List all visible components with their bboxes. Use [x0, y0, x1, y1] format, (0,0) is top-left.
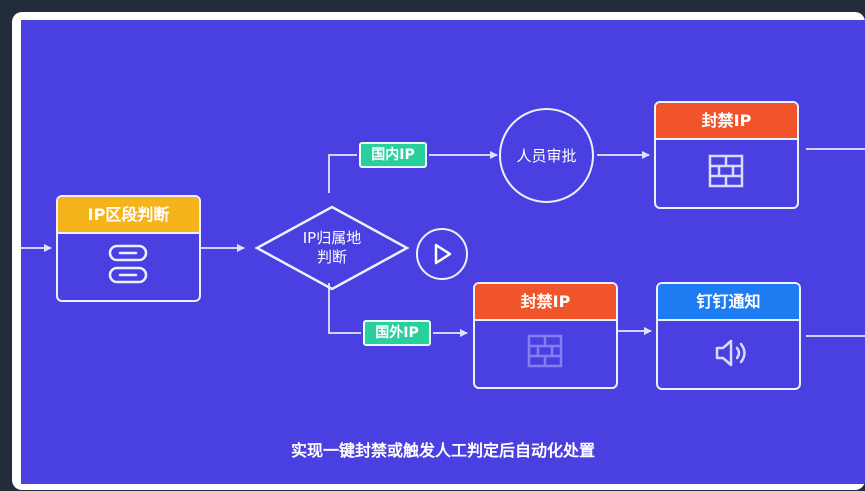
ban-ip-node-top: 封禁IP: [654, 101, 799, 209]
ban-ip-node-bottom: 封禁IP: [473, 282, 618, 389]
approval-label: 人员审批: [516, 147, 577, 165]
caption-text: 实现一键封禁或触发人工判定后自动化处置: [290, 441, 595, 460]
play-button[interactable]: [416, 228, 468, 280]
ip-location-line1: IP归属地: [302, 229, 362, 247]
ip-location-label: IP归属地 判断: [277, 229, 387, 267]
dingtalk-title: 钉钉通知: [658, 284, 799, 319]
ban-ip-bottom-title: 封禁IP: [475, 284, 616, 319]
dingtalk-notify-node: 钉钉通知: [656, 282, 801, 390]
play-icon: [434, 243, 452, 265]
toggle-pill-icon: [108, 244, 148, 284]
ban-ip-top-title: 封禁IP: [656, 103, 797, 138]
approval-node: 人员审批: [499, 108, 594, 203]
foreign-ip-tag: 国外IP: [363, 320, 431, 346]
decision-diamond: [254, 205, 410, 291]
connector-location-foreign: [328, 283, 361, 334]
speaker-icon: [715, 339, 746, 367]
ip-segment-node: IP区段判断: [56, 195, 201, 302]
connector-location-domestic: [328, 154, 357, 193]
domestic-ip-tag: 国内IP: [359, 142, 427, 168]
ip-location-line2: 判断: [316, 248, 347, 266]
firewall-brick-icon: [708, 154, 744, 188]
connector-lines: [21, 148, 865, 337]
firewall-brick-icon: [527, 334, 563, 368]
ip-segment-title: IP区段判断: [58, 197, 199, 232]
flowchart-canvas: IP区段判断 IP归属地 判断 国内IP 国外IP 人员审批 封禁IP: [21, 20, 865, 484]
